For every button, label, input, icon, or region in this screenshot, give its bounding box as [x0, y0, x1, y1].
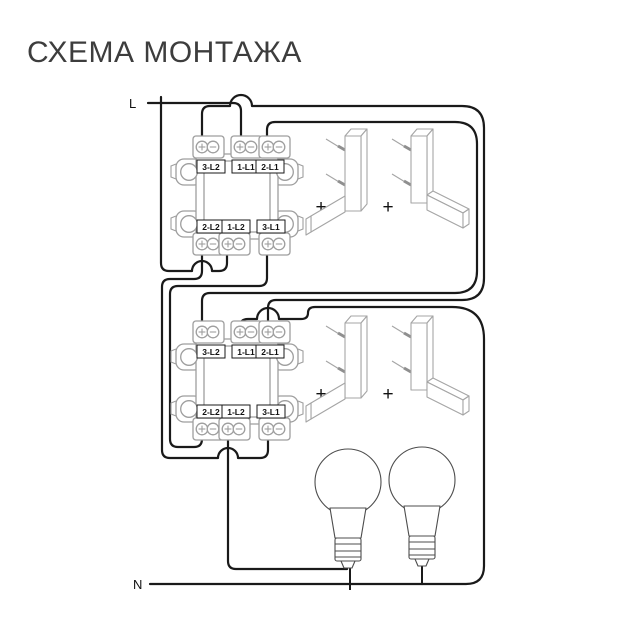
lamp-bulb-1: [314, 448, 382, 569]
line-label: L: [129, 96, 136, 111]
plus-sign: +: [315, 197, 326, 218]
wire-m1-3l2-to-m2-2l1: [200, 93, 486, 333]
terminal-label: 1-L2: [227, 407, 245, 417]
terminal-tag: [255, 344, 285, 359]
lamp-bulb-2: [388, 446, 456, 567]
wires: [146, 93, 486, 590]
terminal-label: 2-L1: [261, 162, 279, 172]
wire-m2-1l2-to-lamp1: [226, 428, 349, 571]
led-indicators-row-2: + +: [304, 314, 471, 424]
plus-sign: +: [382, 197, 393, 218]
switch-module-2: 3-L2 1-L1 2-L1 2-L2 1-L2 3-L1: [171, 321, 303, 440]
wire-m1-3l1-to-m2-2l2: [168, 244, 269, 449]
terminal-label: 1-L1: [237, 347, 255, 357]
terminal-tag: [221, 404, 251, 419]
plus-sign: +: [382, 384, 393, 405]
wire-line-feed-1l1: [146, 101, 243, 148]
terminal-label: 3-L2: [202, 162, 220, 172]
led-indicators-row-1: + +: [304, 127, 471, 237]
led-module-icon: [390, 314, 471, 417]
terminal-label: 3-L2: [202, 347, 220, 357]
neutral-label: N: [133, 577, 142, 592]
wire-m1-2l1-to-m2-3l2: [200, 120, 479, 333]
page-title: СХЕМА МОНТАЖА: [27, 36, 302, 69]
led-module-icon: [304, 127, 369, 237]
terminal-tag: [196, 344, 226, 359]
switch-mechanism-frame: [171, 321, 303, 440]
terminal-label: 3-L1: [262, 407, 280, 417]
led-module-icon: [304, 314, 369, 424]
terminal-tag: [196, 159, 226, 174]
terminal-tag: [256, 219, 286, 234]
terminal-label: 2-L1: [261, 347, 279, 357]
switch-module-1: 3-L2 1-L1 2-L1 2-L2 1-L2 3-L1: [171, 136, 303, 255]
terminal-tag: [256, 404, 286, 419]
led-module-icon: [390, 127, 471, 230]
switch-mechanism-frame: [171, 136, 303, 255]
terminal-tag: [255, 159, 285, 174]
terminal-label: 3-L1: [262, 222, 280, 232]
plus-sign: +: [315, 384, 326, 405]
terminal-label: 2-L2: [202, 407, 220, 417]
wire-m2-1l1-to-lamp2: [238, 305, 486, 586]
terminal-label: 1-L2: [227, 222, 245, 232]
terminal-tag: [221, 219, 251, 234]
terminal-label: 2-L2: [202, 222, 220, 232]
wire-m1-2l2-to-m2-3l1: [160, 244, 270, 460]
terminal-label: 1-L1: [237, 162, 255, 172]
